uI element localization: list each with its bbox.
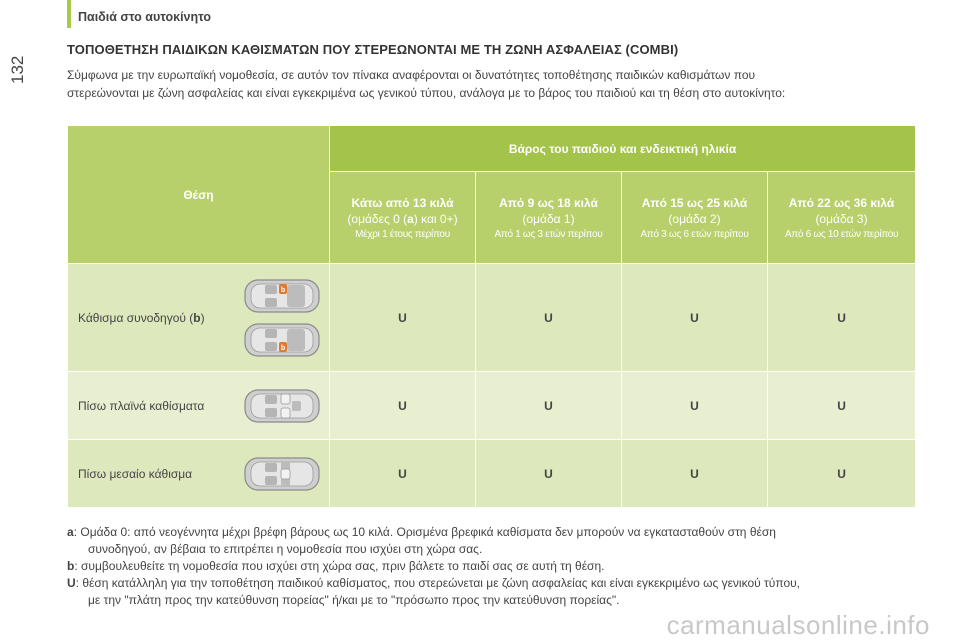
- footnote-u: U: θέση κατάλληλη για την τοποθέτηση παι…: [67, 576, 801, 607]
- position-cell: Κάθισμα συνοδηγού (b) b: [67, 263, 330, 372]
- table-row: Πίσω πλαϊνά καθίσματα U U U U: [67, 371, 917, 440]
- page-number: 132: [8, 55, 27, 84]
- group-age: Μέχρι 1 έτους περίπου: [355, 228, 450, 240]
- value-cell: U: [329, 439, 476, 508]
- group-class: (ομάδα 3): [815, 211, 868, 226]
- group-class: (ομάδα 2): [668, 211, 721, 226]
- car-seat-diagram-icon: [244, 456, 320, 491]
- group-weight: Από 22 ως 36 κιλά: [788, 195, 895, 210]
- value-cell: U: [329, 263, 476, 372]
- position-label: Πίσω μεσαίο κάθισμα: [78, 466, 193, 481]
- group-weight: Από 15 ως 25 κιλά: [641, 195, 748, 210]
- group-header: Από 9 ως 18 κιλά (ομάδα 1) Από 1 ως 3 ετ…: [475, 171, 622, 264]
- svg-text:b: b: [281, 287, 285, 294]
- group-class: (ομάδες 0 (a) και 0+): [347, 211, 458, 226]
- value-cell: U: [766, 263, 917, 372]
- child-seat-table: Θέση Βάρος του παιδιού και ενδεικτική ηλ…: [67, 125, 917, 508]
- weight-age-header: Βάρος του παιδιού και ενδεικτική ηλικία: [328, 125, 917, 172]
- car-seat-diagram-icon: b: [244, 278, 320, 313]
- page-title: ΤΟΠΟΘΕΤΗΣΗ ΠΑΙΔΙΚΩΝ ΚΑΘΙΣΜΑΤΩΝ ΠΟΥ ΣΤΕΡΕ…: [67, 42, 679, 57]
- intro-line-2: στερεώνονται με ζώνη ασφαλείας και είναι…: [67, 86, 786, 100]
- value-cell: U: [766, 371, 917, 440]
- watermark: carmanualsonline.info: [666, 610, 930, 640]
- group-weight: Κάτω από 13 κιλά: [351, 195, 454, 210]
- value-cell: U: [475, 263, 622, 372]
- group-age: Από 3 ως 6 ετών περίπου: [640, 228, 749, 240]
- table-row: Πίσω μεσαίο κάθισμα U U U U: [67, 439, 917, 508]
- group-weight: Από 9 ως 18 κιλά: [499, 195, 598, 210]
- value-cell: U: [621, 439, 768, 508]
- intro-paragraph: Σύμφωνα με την ευρωπαϊκή νομοθεσία, σε α…: [67, 66, 927, 102]
- value-cell: U: [621, 263, 768, 372]
- group-header: Κάτω από 13 κιλά (ομάδες 0 (a) και 0+) Μ…: [329, 171, 476, 264]
- svg-text:b: b: [281, 345, 285, 352]
- position-label: Κάθισμα συνοδηγού (b): [78, 310, 205, 325]
- group-class: (ομάδα 1): [522, 211, 575, 226]
- footnote-b: b: συμβουλευθείτε τη νομοθεσία που ισχύε…: [67, 559, 605, 573]
- value-cell: U: [766, 439, 917, 508]
- value-cell: U: [621, 371, 768, 440]
- section-title: Παιδιά στο αυτοκίνητο: [78, 10, 212, 24]
- footnotes: a: Ομάδα 0: από νεογέννητα μέχρι βρέφη β…: [67, 524, 927, 609]
- car-seat-diagram-icon: b: [244, 322, 320, 357]
- intro-line-1: Σύμφωνα με την ευρωπαϊκή νομοθεσία, σε α…: [67, 68, 756, 82]
- group-age: Από 6 ως 10 ετών περίπου: [784, 228, 899, 240]
- value-cell: U: [475, 439, 622, 508]
- car-seat-diagram-icon: [244, 388, 320, 423]
- footnote-a: a: Ομάδα 0: από νεογέννητα μέχρι βρέφη β…: [67, 525, 776, 556]
- position-cell: Πίσω πλαϊνά καθίσματα: [67, 371, 330, 440]
- group-header: Από 22 ως 36 κιλά (ομάδα 3) Από 6 ως 10 …: [766, 171, 917, 264]
- section-accent-bar: [67, 0, 71, 28]
- value-cell: U: [475, 371, 622, 440]
- position-cell: Πίσω μεσαίο κάθισμα: [67, 439, 330, 508]
- table-row: Κάθισμα συνοδηγού (b) b: [67, 263, 917, 372]
- value-cell: U: [329, 371, 476, 440]
- position-label: Πίσω πλαϊνά καθίσματα: [78, 398, 205, 413]
- group-age: Από 1 ως 3 ετών περίπου: [494, 228, 603, 240]
- group-header: Από 15 ως 25 κιλά (ομάδα 2) Από 3 ως 6 ε…: [621, 171, 768, 264]
- position-header: Θέση: [67, 125, 330, 264]
